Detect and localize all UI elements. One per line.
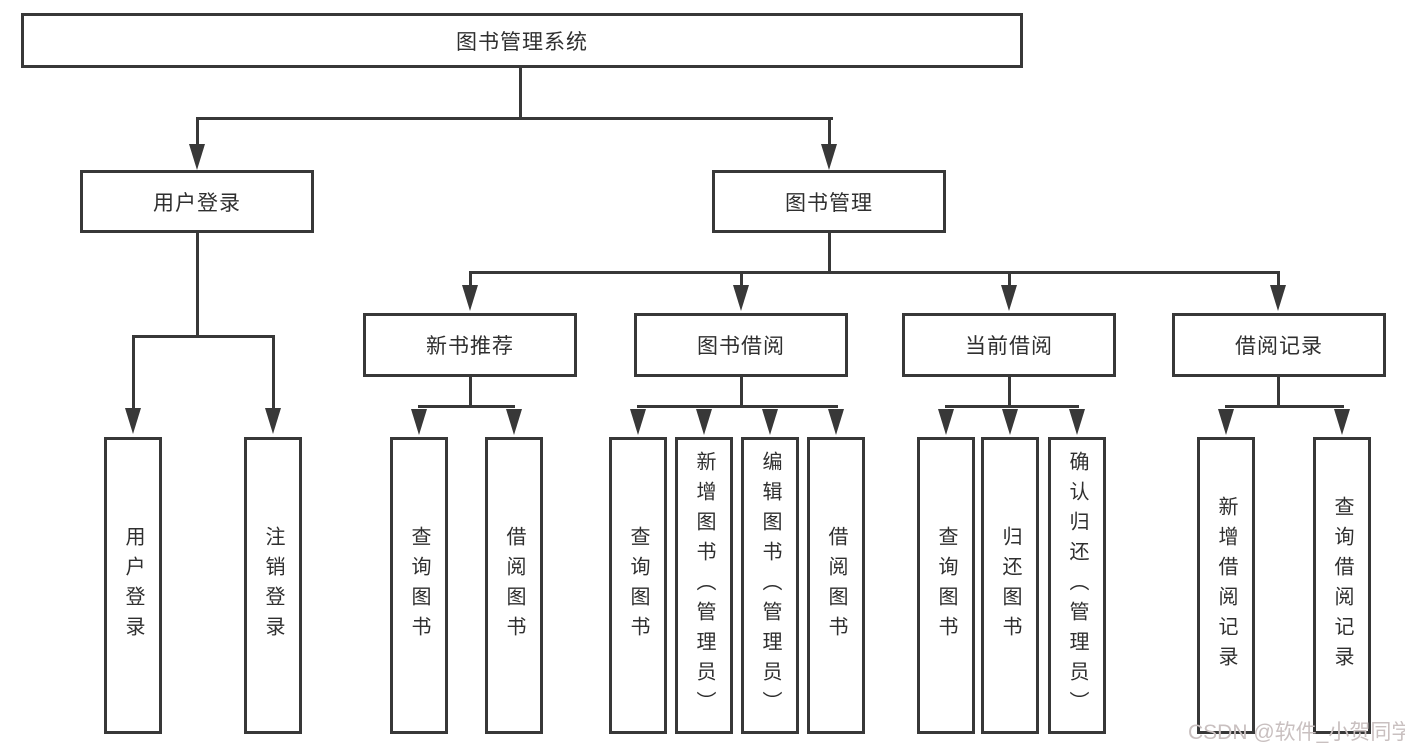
connector-line [828, 117, 831, 147]
arrow-down-icon [821, 144, 837, 170]
arrow-down-icon [265, 408, 281, 434]
node-user-login: 用户登录 [80, 170, 314, 233]
node-library-system: 图书管理系统 [21, 13, 1023, 68]
connector-line [196, 117, 199, 147]
node-query-books-borrowing: 查询图书 [609, 437, 667, 734]
connector-line [1008, 377, 1011, 407]
node-user-login-leaf: 用户登录 [104, 437, 162, 734]
connector-line [1277, 377, 1280, 407]
arrow-down-icon [1218, 409, 1234, 435]
node-borrowing-records: 借阅记录 [1172, 313, 1386, 377]
connector-line [132, 335, 135, 409]
node-current-borrowing: 当前借阅 [902, 313, 1116, 377]
arrow-down-icon [733, 285, 749, 311]
arrow-down-icon [938, 409, 954, 435]
node-label: 新增图书（管理员） [693, 450, 715, 721]
node-add-borrow-record: 新增借阅记录 [1197, 437, 1255, 734]
arrow-down-icon [1002, 409, 1018, 435]
node-borrow-books: 借阅图书 [807, 437, 865, 734]
node-label: 当前借阅 [965, 335, 1053, 358]
watermark: CSDN @软件_小贺同学 [1188, 721, 1405, 744]
node-label: 新书推荐 [426, 335, 514, 358]
node-borrow-books-recommend: 借阅图书 [485, 437, 543, 734]
arrow-down-icon [696, 409, 712, 435]
node-query-books-recommend: 查询图书 [390, 437, 448, 734]
connector-line [272, 335, 275, 409]
connector-line [196, 233, 199, 337]
arrow-down-icon [1334, 409, 1350, 435]
arrow-down-icon [762, 409, 778, 435]
connector-line [828, 233, 831, 273]
arrow-down-icon [462, 285, 478, 311]
node-query-books-current: 查询图书 [917, 437, 975, 734]
arrow-down-icon [506, 409, 522, 435]
connector-line [418, 405, 515, 408]
arrow-down-icon [1001, 285, 1017, 311]
node-add-books-admin: 新增图书（管理员） [675, 437, 733, 734]
arrow-down-icon [1270, 285, 1286, 311]
node-label: 新增借阅记录 [1215, 495, 1237, 676]
connector-line [1277, 271, 1280, 287]
node-label: 用户登录 [153, 191, 241, 215]
connector-line [469, 271, 472, 287]
arrow-down-icon [411, 409, 427, 435]
node-label: 查询借阅记录 [1331, 495, 1353, 676]
connector-line [519, 68, 522, 118]
node-return-books: 归还图书 [981, 437, 1039, 734]
connector-line [196, 117, 833, 120]
node-label: 注销登录 [262, 525, 284, 646]
arrow-down-icon [1069, 409, 1085, 435]
node-label: 图书管理系统 [456, 30, 588, 54]
connector-line [740, 377, 743, 407]
node-label: 查询图书 [408, 525, 430, 646]
node-label: 借阅图书 [503, 525, 525, 646]
connector-line [132, 335, 274, 338]
node-label: 查询图书 [935, 525, 957, 646]
arrow-down-icon [828, 409, 844, 435]
node-query-borrow-record: 查询借阅记录 [1313, 437, 1371, 734]
node-label: 图书借阅 [697, 335, 785, 358]
node-label: 用户登录 [122, 525, 144, 646]
arrow-down-icon [125, 408, 141, 434]
node-label: 编辑图书（管理员） [759, 450, 781, 721]
node-label: 借阅图书 [825, 525, 847, 646]
node-label: 查询图书 [627, 525, 649, 646]
connector-line [469, 377, 472, 407]
node-edit-books-admin: 编辑图书（管理员） [741, 437, 799, 734]
node-label: 确认归还（管理员） [1066, 450, 1088, 721]
connector-line [740, 271, 743, 287]
connector-line [945, 405, 1079, 408]
arrow-down-icon [189, 144, 205, 170]
node-book-management: 图书管理 [712, 170, 946, 233]
node-book-borrowing: 图书借阅 [634, 313, 848, 377]
connector-line [1225, 405, 1344, 408]
node-label: 借阅记录 [1235, 335, 1323, 358]
node-logout: 注销登录 [244, 437, 302, 734]
connector-line [637, 405, 838, 408]
node-confirm-return-admin: 确认归还（管理员） [1048, 437, 1106, 734]
node-label: 归还图书 [999, 525, 1021, 646]
connector-line [1008, 271, 1011, 287]
arrow-down-icon [630, 409, 646, 435]
node-new-book-recommend: 新书推荐 [363, 313, 577, 377]
connector-line [469, 271, 1280, 274]
node-label: 图书管理 [785, 191, 873, 215]
